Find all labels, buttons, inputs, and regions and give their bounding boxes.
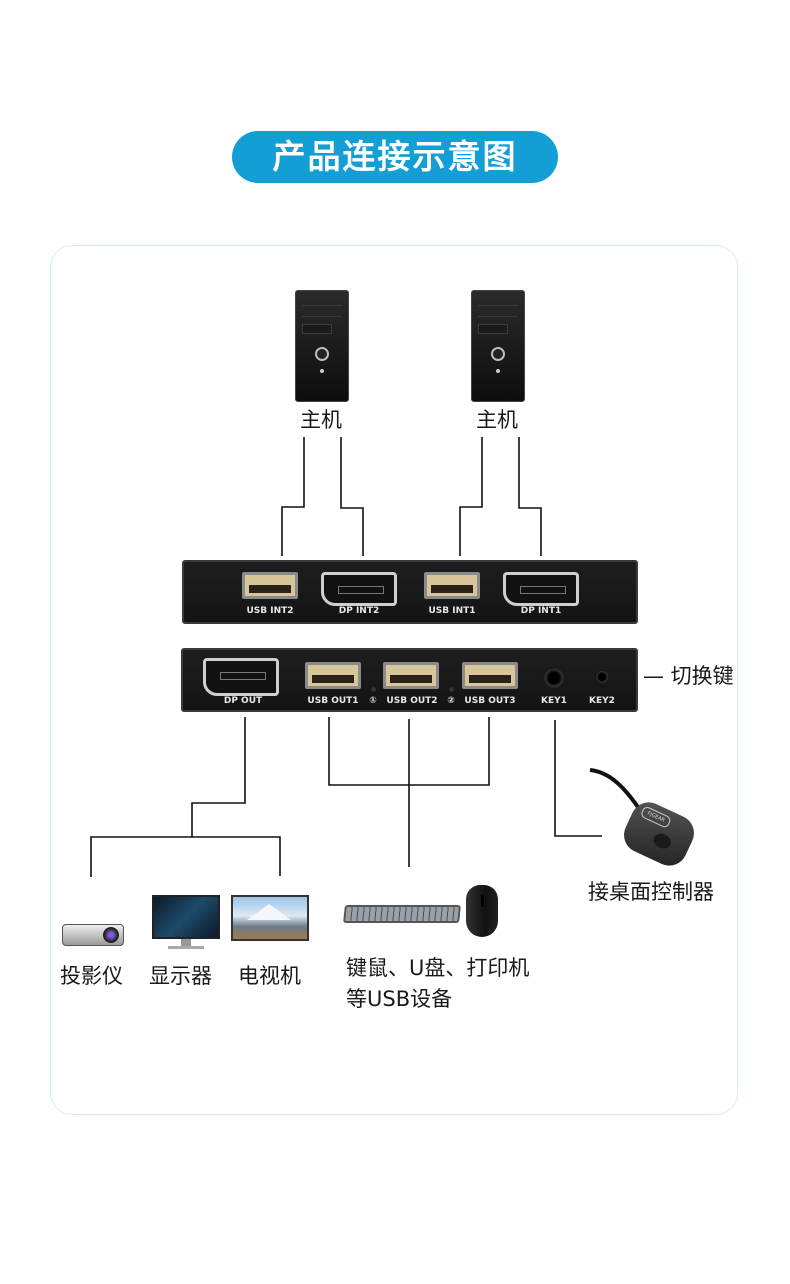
controller-brand-badge: FJGEAR <box>639 805 672 829</box>
port-label: KEY1 <box>541 696 567 706</box>
keyboard-icon <box>343 905 461 923</box>
led-indicator-2 <box>449 687 454 692</box>
port-usb-out3 <box>462 662 518 689</box>
controller-button <box>651 830 674 852</box>
key2-button-icon <box>595 670 609 684</box>
usb-devices-label-line2: 等USB设备 <box>346 987 453 1011</box>
port-label: USB INT1 <box>428 606 476 616</box>
monitor-label: 显示器 <box>149 964 212 988</box>
controller-label: 接桌面控制器 <box>588 880 714 904</box>
port-label: DP INT2 <box>338 606 380 616</box>
port-label: DP INT1 <box>520 606 562 616</box>
port-label: USB OUT2 <box>386 696 438 706</box>
kvm-output-panel: DP OUT USB OUT1 ① USB OUT2 ② USB OUT3 KE… <box>181 648 638 712</box>
host-computer-1 <box>295 290 349 402</box>
port-label: USB INT2 <box>246 606 294 616</box>
led-label-1: ① <box>369 696 377 706</box>
port-label: KEY2 <box>589 696 615 706</box>
port-usb-out2 <box>383 662 439 689</box>
key1-jack-icon <box>543 667 565 689</box>
switch-key-label: — 切换键 <box>643 664 734 688</box>
led-label-2: ② <box>447 696 455 706</box>
diagram-frame <box>50 245 738 1115</box>
tv-label: 电视机 <box>238 964 301 988</box>
host-computer-2 <box>471 290 525 402</box>
port-dp-out <box>203 658 279 696</box>
usb-devices-label-line1: 键鼠、U盘、打印机 <box>346 956 530 980</box>
projector-label: 投影仪 <box>60 964 123 988</box>
monitor-base <box>168 946 204 949</box>
port-label: USB OUT3 <box>464 696 516 706</box>
tv-mountain-graphic <box>247 904 291 920</box>
port-dp-int1 <box>503 572 579 606</box>
port-label: USB OUT1 <box>307 696 359 706</box>
page-title: 产品连接示意图 <box>232 131 558 183</box>
dell-logo-icon <box>491 347 505 361</box>
port-usb-int2 <box>242 572 298 599</box>
dell-logo-icon <box>315 347 329 361</box>
port-label: DP OUT <box>223 696 263 706</box>
kvm-input-panel: USB INT2 DP INT2 USB INT1 DP INT1 <box>182 560 638 624</box>
mouse-icon <box>466 885 498 937</box>
port-usb-out1 <box>305 662 361 689</box>
monitor-stand <box>181 939 191 947</box>
monitor-icon <box>152 895 220 939</box>
port-dp-int2 <box>321 572 397 606</box>
port-usb-int1 <box>424 572 480 599</box>
host-label-1: 主机 <box>300 408 342 432</box>
projector-icon <box>62 924 124 946</box>
led-indicator-1 <box>371 687 376 692</box>
host-label-2: 主机 <box>476 408 518 432</box>
